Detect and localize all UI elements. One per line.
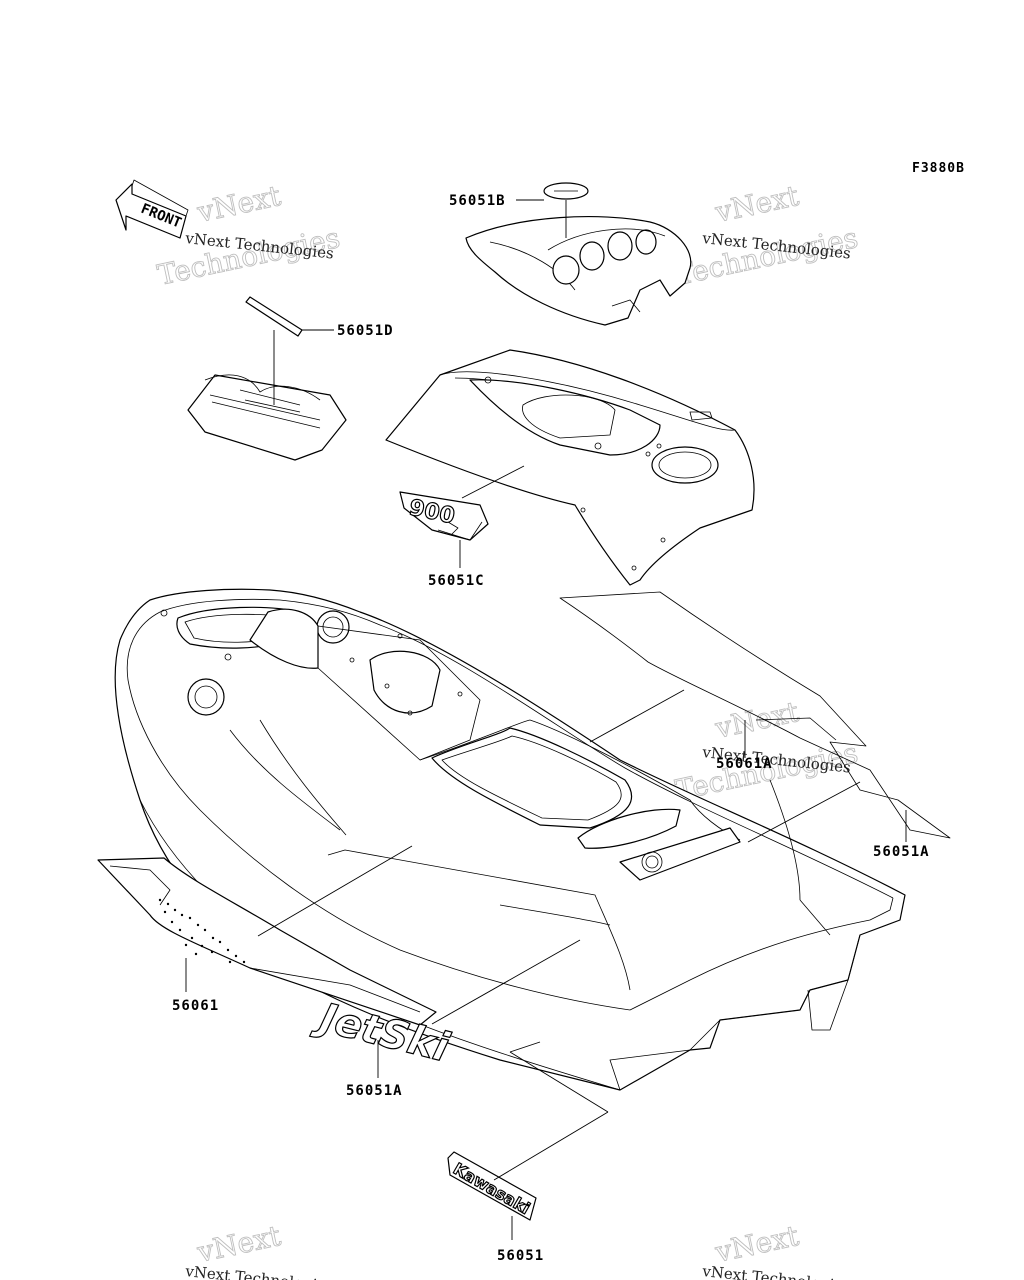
- leader-56061A-a: [589, 689, 685, 743]
- part-label-56051D: 56051D: [337, 323, 394, 339]
- part-label-56051A-right: 56051A: [873, 844, 930, 860]
- watermark-bottom-right: vNext vNext Technologies: [701, 1219, 852, 1280]
- kawasaki-logo-decal: Kawasaki: [447, 1151, 537, 1221]
- svg-text:vNext Technologies: vNext Technologies: [184, 1262, 335, 1280]
- part-label-56051C: 56051C: [428, 573, 485, 589]
- leader-56051-c: [493, 1111, 609, 1181]
- top-cover-part: [465, 182, 692, 326]
- hull-body-part: [114, 588, 906, 1091]
- svg-text:Kawasaki: Kawasaki: [450, 1159, 533, 1218]
- leader-56051A-right-a: [747, 781, 861, 843]
- watermark-bottom-left: vNext vNext Technologies: [184, 1219, 335, 1280]
- leader-56051-a: [509, 1041, 541, 1053]
- part-label-56051: 56051: [497, 1248, 544, 1264]
- svg-text:vNext Technologies: vNext Technologies: [701, 1262, 852, 1280]
- svg-text:vNext: vNext: [712, 179, 803, 229]
- leader-56051-b: [509, 1051, 609, 1113]
- watermark-middle-right: vNext Technologies vNext Technologies: [672, 695, 861, 808]
- watermark-top-right: vNext Technologies vNext Technologies: [672, 179, 861, 293]
- part-label-56061: 56061: [172, 998, 219, 1014]
- stripe-56061A-decal: [559, 591, 951, 839]
- figure-code: F3880B: [912, 161, 965, 176]
- leader-56051A-left-a: [431, 939, 581, 1025]
- part-label-56051A-left: 56051A: [346, 1083, 403, 1099]
- leader-56061-a: [257, 845, 413, 937]
- handle-cover-part: [187, 296, 347, 461]
- front-arrow-icon: FRONT: [115, 179, 189, 239]
- svg-text:vNext: vNext: [194, 179, 285, 229]
- badge-900-decal: 900: [399, 491, 489, 541]
- front-hood-part: [385, 349, 755, 586]
- part-label-56051B: 56051B: [449, 193, 506, 209]
- side-graphic-56061-decal: [97, 857, 437, 1026]
- watermark-top-left: vNext Technologies vNext Technologies: [154, 179, 343, 293]
- leader-56051C-a: [461, 465, 525, 499]
- part-label-56061A: 56061A: [716, 756, 773, 772]
- svg-text:vNext: vNext: [194, 1219, 285, 1269]
- svg-text:vNext: vNext: [712, 1219, 803, 1269]
